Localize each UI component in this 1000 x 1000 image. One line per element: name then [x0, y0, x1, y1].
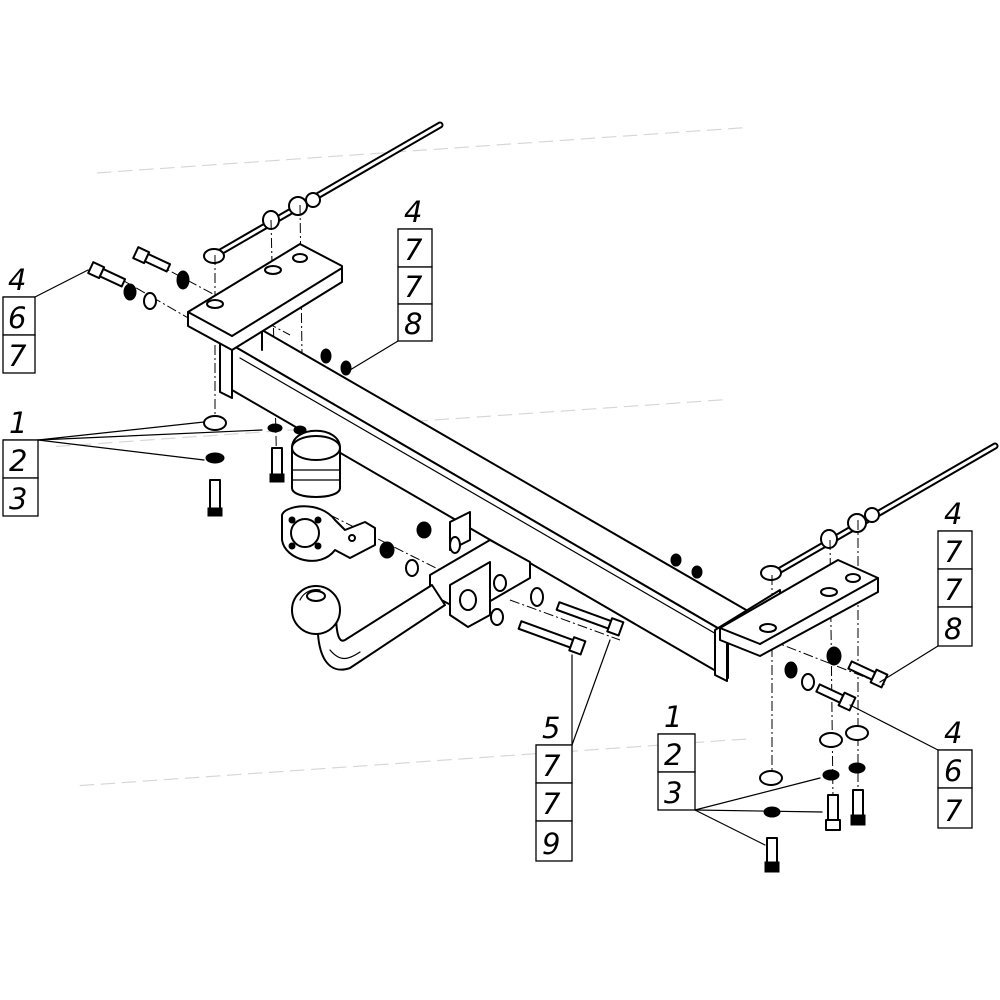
callout-label: 7	[542, 787, 561, 821]
bolts	[87, 246, 889, 873]
callout-label: 9	[542, 827, 560, 861]
bolt-icon	[555, 601, 625, 637]
tow-ball-cap	[291, 425, 341, 498]
callout-top-left: 4 6 7	[2, 263, 36, 374]
bolt-icon	[847, 660, 889, 689]
right-mounting-bracket	[714, 559, 879, 682]
callout-label: 4	[8, 263, 26, 297]
callout-bottom-right-left: 1 2 3	[657, 700, 696, 811]
bolt-icon	[825, 794, 841, 831]
callout-bottom-center: 5 7 7 9	[535, 711, 573, 862]
callout-label: 4	[944, 497, 962, 531]
callout-label: 8	[404, 307, 422, 341]
callout-label: 4	[944, 716, 962, 750]
callout-label: 7	[542, 749, 561, 783]
threaded-rod-right	[760, 442, 999, 581]
callout-bottom-right: 4 6 7	[937, 716, 973, 829]
bolt-icon	[132, 246, 172, 273]
leader-lines	[34, 269, 939, 846]
bolt-icon	[850, 789, 866, 826]
callout-label: 1	[9, 406, 27, 440]
callout-label: 7	[944, 535, 963, 569]
receiver-bracket	[429, 511, 531, 628]
callout-label: 1	[664, 700, 682, 734]
bolt-icon	[517, 620, 587, 656]
callout-label: 6	[8, 301, 26, 335]
callout-label: 6	[944, 754, 962, 788]
callout-label: 7	[8, 339, 27, 373]
callout-label: 8	[944, 612, 962, 646]
callout-label: 3	[9, 482, 27, 516]
bolt-icon	[269, 447, 285, 483]
callout-label: 2	[664, 738, 682, 772]
callout-top-center: 4 7 7 8	[397, 195, 433, 342]
callout-label: 5	[542, 711, 560, 745]
washers-and-nuts	[123, 270, 869, 818]
callout-right-upper: 4 7 7 8	[937, 497, 973, 647]
bolt-icon	[764, 837, 780, 873]
callout-label: 7	[944, 794, 963, 828]
left-mounting-bracket	[187, 243, 343, 399]
svg-text:— — — — — — — — — — — — — — —: — — — — — — — — — — — — — — — — — — — — …	[95, 117, 743, 181]
bolt-icon	[207, 479, 223, 517]
callout-label: 7	[944, 573, 963, 607]
axis-lines	[104, 204, 886, 801]
callout-label: 4	[404, 195, 422, 229]
callout-label: 7	[404, 270, 423, 304]
callout-label: 2	[9, 444, 27, 478]
bolt-icon	[87, 261, 127, 288]
tow-ball-arm	[291, 584, 446, 671]
callout-label: 7	[404, 233, 423, 267]
socket-bracket	[281, 505, 376, 562]
callout-label: 3	[664, 776, 682, 810]
callout-mid-left: 1 2 3	[2, 406, 39, 517]
svg-text:— — — — — — — — — — — — — — —: — — — — — — — — — — — — — — — — — — — — …	[78, 728, 747, 794]
threaded-rod-left	[203, 121, 444, 264]
bolt-icon	[815, 683, 857, 712]
